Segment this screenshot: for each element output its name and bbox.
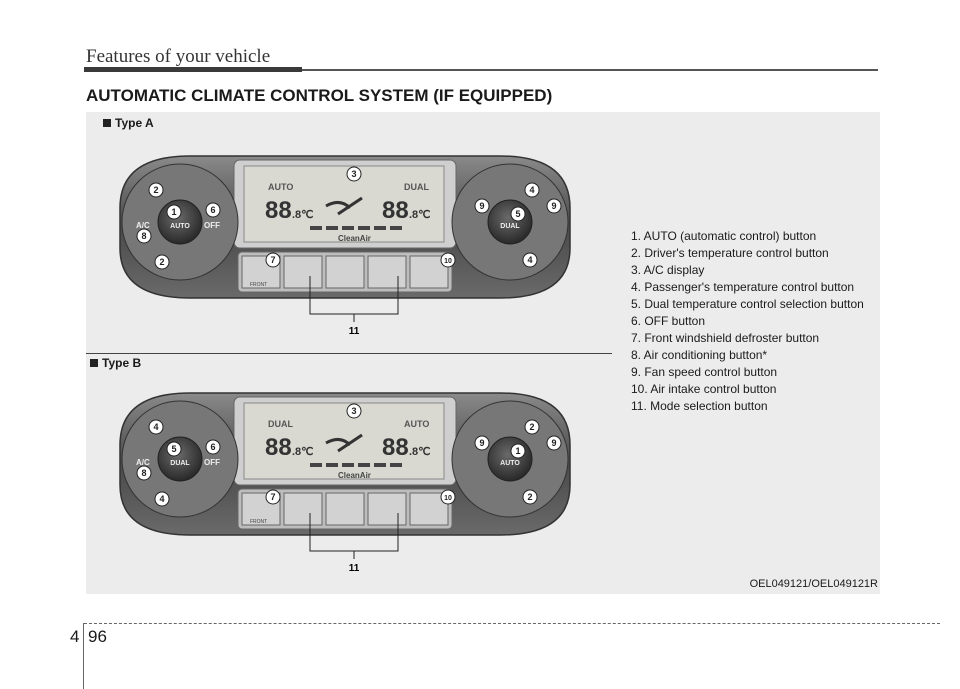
- footer-rule: [84, 623, 940, 624]
- callout-5: 5: [171, 444, 176, 454]
- callout-8: 8: [141, 468, 146, 478]
- temp-unit-right: .8℃: [409, 446, 431, 458]
- legend-item: 10. Air intake control button: [631, 382, 777, 396]
- right-knob-center[interactable]: [487, 199, 533, 245]
- mode-button-3[interactable]: [367, 492, 407, 526]
- bullet-square-icon: [90, 359, 98, 367]
- header-bar: [84, 67, 302, 72]
- display-mode-left: DUAL: [268, 419, 293, 429]
- legend-list: 1. AUTO (automatic control) button 2. Dr…: [631, 228, 881, 415]
- mode-button-2[interactable]: [325, 492, 365, 526]
- type-b-control-panel: DUAL AUTO 88 .8℃ 88 .8℃ CleanAir FRONT D…: [119, 392, 571, 574]
- display-mode-left: AUTO: [268, 182, 293, 192]
- left-knob-center[interactable]: [157, 436, 203, 482]
- legend-item: 9. Fan speed control button: [631, 365, 778, 379]
- callout-6: 6: [210, 442, 215, 452]
- page-number: 96: [88, 627, 107, 646]
- legend-item: 3. A/C display: [631, 263, 705, 277]
- chapter-number: 4: [70, 627, 80, 646]
- callout-1: 1: [515, 446, 520, 456]
- callout-11-bracket: [309, 276, 399, 322]
- left-knob-center-label: DUAL: [170, 460, 190, 467]
- callout-4: 4: [153, 422, 158, 432]
- callout-10: 10: [444, 495, 452, 502]
- left-knob-right-label: OFF: [204, 458, 220, 467]
- section-title: AUTOMATIC CLIMATE CONTROL SYSTEM (IF EQU…: [86, 86, 553, 105]
- fan-level-bar: [310, 226, 402, 230]
- airflow-icon: [325, 196, 363, 216]
- header-rule: [302, 69, 878, 71]
- callout-9: 9: [479, 438, 484, 448]
- type-a-control-panel: AUTO DUAL 88 .8℃ 88 .8℃ CleanAir FRONT A…: [119, 155, 571, 337]
- mode-button-1[interactable]: [283, 492, 323, 526]
- legend-item: 2. Driver's temperature control button: [631, 246, 829, 260]
- front-label: FRONT: [250, 519, 267, 525]
- left-knob-center[interactable]: [157, 199, 203, 245]
- mode-button-3[interactable]: [367, 255, 407, 289]
- callout-11: 11: [349, 563, 360, 574]
- callout-4: 4: [529, 185, 534, 195]
- legend-item: 8. Air conditioning button*: [631, 348, 768, 362]
- callout-9: 9: [479, 201, 484, 211]
- right-knob-center-label: AUTO: [500, 460, 520, 467]
- callout-3: 3: [351, 406, 356, 416]
- left-knob-left-label: A/C: [136, 458, 150, 467]
- callout-10: 10: [444, 258, 452, 265]
- callout-2b: 2: [159, 257, 164, 267]
- left-knob-left-label: A/C: [136, 221, 150, 230]
- legend-item: 5. Dual temperature control selection bu…: [631, 297, 864, 311]
- callout-9b: 9: [551, 201, 556, 211]
- temp-unit-right: .8℃: [409, 209, 431, 221]
- temp-left: 88: [265, 197, 292, 224]
- callout-8: 8: [141, 231, 146, 241]
- callout-3: 3: [351, 169, 356, 179]
- mode-button-2[interactable]: [325, 255, 365, 289]
- callout-1: 1: [171, 207, 176, 217]
- callout-9b: 9: [551, 438, 556, 448]
- footer-divider: [83, 623, 84, 689]
- right-knob-center[interactable]: [487, 436, 533, 482]
- callout-11-bracket: [309, 513, 399, 559]
- callout-11: 11: [349, 326, 360, 337]
- left-knob-center-label: AUTO: [170, 223, 190, 230]
- callout-2: 2: [529, 422, 534, 432]
- callout-6: 6: [210, 205, 215, 215]
- temp-left: 88: [265, 434, 292, 461]
- type-b-label: Type B: [90, 356, 141, 370]
- type-a-label: Type A: [103, 116, 154, 130]
- figure-divider: [86, 353, 612, 354]
- legend-item: 6. OFF button: [631, 314, 706, 328]
- temp-right: 88: [382, 434, 409, 461]
- callout-2: 2: [153, 185, 158, 195]
- legend-item: 4. Passenger's temperature control butto…: [631, 280, 855, 294]
- callout-7: 7: [270, 492, 275, 502]
- callout-2b: 2: [527, 492, 532, 502]
- temp-unit-left: .8℃: [292, 446, 314, 458]
- image-code: OEL049121/OEL049121R: [749, 578, 878, 590]
- legend-item: 11. Mode selection button: [631, 399, 768, 413]
- display-mode-right: AUTO: [404, 419, 429, 429]
- callout-5: 5: [515, 209, 520, 219]
- callout-7: 7: [270, 255, 275, 265]
- bullet-square-icon: [103, 119, 111, 127]
- airflow-icon: [325, 433, 363, 453]
- front-label: FRONT: [250, 282, 267, 288]
- display-mode-right: DUAL: [404, 182, 429, 192]
- callout-4b: 4: [527, 255, 532, 265]
- mode-button-1[interactable]: [283, 255, 323, 289]
- legend-item: 1. AUTO (automatic control) button: [631, 229, 817, 243]
- callout-4b: 4: [159, 494, 164, 504]
- clean-air-label: CleanAir: [338, 234, 371, 243]
- left-knob-right-label: OFF: [204, 221, 220, 230]
- temp-unit-left: .8℃: [292, 209, 314, 221]
- temp-right: 88: [382, 197, 409, 224]
- header-title: Features of your vehicle: [86, 46, 271, 67]
- right-knob-center-label: DUAL: [500, 223, 520, 230]
- fan-level-bar: [310, 463, 402, 467]
- legend-item: 7. Front windshield defroster button: [631, 331, 820, 345]
- clean-air-label: CleanAir: [338, 471, 371, 480]
